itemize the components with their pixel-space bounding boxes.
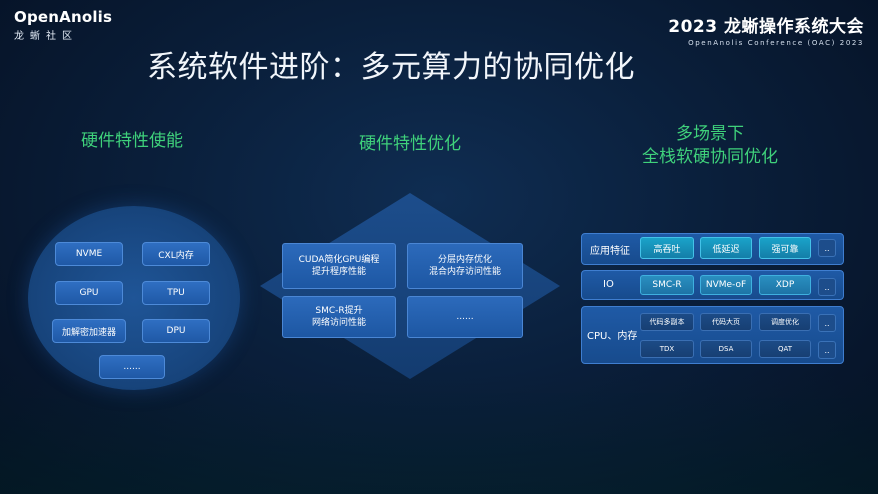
hw-item: ...... [99, 355, 165, 379]
cpu-item: 调度优化 [759, 313, 811, 331]
opt-item: CUDA简化GPU编程 提升程序性能 [282, 243, 396, 289]
conference-header: 2023 龙蜥操作系统大会 OpenAnolis Conference (OAC… [668, 12, 864, 47]
right-heading-line1: 多场景下 [676, 124, 744, 144]
left-heading: 硬件特性使能 [81, 131, 183, 151]
opt-item: ...... [407, 296, 523, 338]
io-item: NVMe-oF [700, 275, 752, 295]
slide-title: 系统软件进阶：多元算力的协同优化 [147, 50, 635, 85]
cpu-item: QAT [759, 340, 811, 358]
row-label: 应用特征 [590, 246, 630, 257]
right-heading: 多场景下 全栈软硬协同优化 [610, 123, 810, 169]
feature-item: 高吞吐 [640, 237, 694, 259]
row-label: CPU、内存 [587, 331, 638, 342]
cpu-item: 代码大页 [700, 313, 752, 331]
more-item: .. [818, 314, 836, 332]
hw-item: CXL内存 [142, 242, 210, 266]
more-item: .. [818, 278, 836, 296]
middle-heading: 硬件特性优化 [359, 134, 461, 154]
opt-item: SMC-R提升 网络访问性能 [282, 296, 396, 338]
hw-item: DPU [142, 319, 210, 343]
hw-item: 加解密加速器 [52, 319, 126, 343]
io-item: XDP [759, 275, 811, 295]
hw-item: TPU [142, 281, 210, 305]
cpu-item: 代码多副本 [640, 313, 694, 331]
hw-item: GPU [55, 281, 123, 305]
right-heading-line2: 全栈软硬协同优化 [642, 147, 778, 167]
more-item: .. [818, 239, 836, 257]
opt-item: 分层内存优化 混合内存访问性能 [407, 243, 523, 289]
row-label: IO [603, 279, 614, 290]
conference-subtitle: OpenAnolis Conference (OAC) 2023 [688, 39, 864, 47]
conference-title: 2023 龙蜥操作系统大会 [668, 17, 864, 37]
cpu-item: DSA [700, 340, 752, 358]
hw-item: NVME [55, 242, 123, 266]
feature-item: 低延迟 [700, 237, 752, 259]
brand-sub: 龙蜥社区 [14, 31, 78, 42]
background-glow [0, 374, 878, 494]
io-item: SMC-R [640, 275, 694, 295]
brand-name: OpenAnolis [14, 8, 113, 26]
feature-item: 强可靠 [759, 237, 811, 259]
brand-logo: OpenAnolis 龙蜥社区 [14, 8, 112, 42]
more-item: .. [818, 341, 836, 359]
cpu-item: TDX [640, 340, 694, 358]
